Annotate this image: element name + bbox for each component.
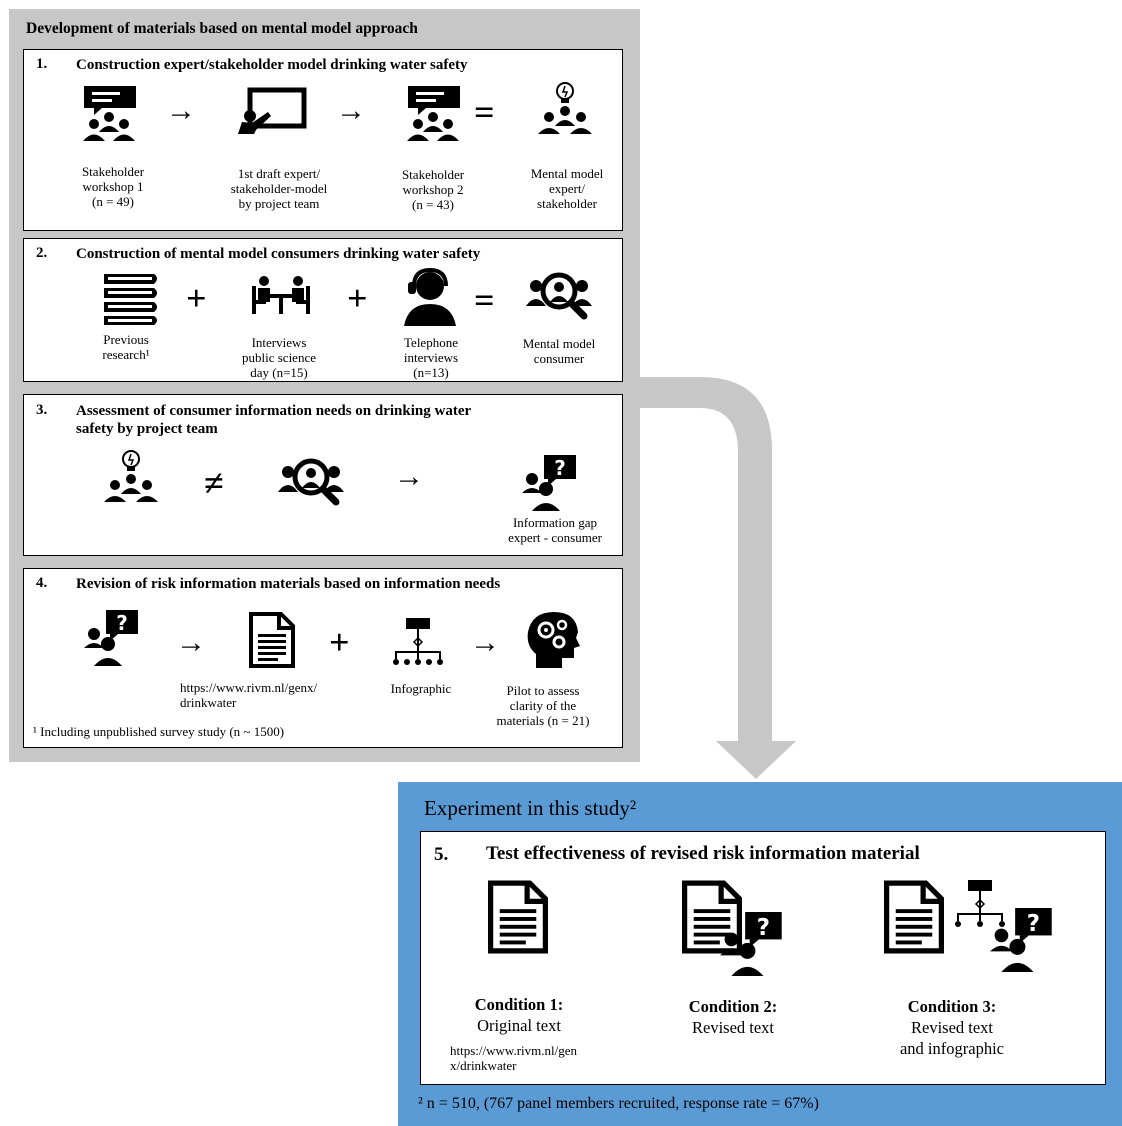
plus-sign-2a: + <box>186 278 207 318</box>
headset-operator-icon <box>404 267 456 326</box>
section-5-number: 5. <box>434 844 449 865</box>
section-3-title-line2: safety by project team <box>76 421 218 437</box>
condition-2-label: Condition 2:Revised text <box>688 997 778 1037</box>
plus-sign-2b: + <box>347 278 368 318</box>
development-title: Development of materials based on mental… <box>26 20 418 37</box>
lightbulb-group-icon <box>538 82 592 134</box>
equals-sign-1: = <box>474 92 495 132</box>
interview-icon <box>252 276 310 314</box>
document-icon <box>682 880 742 954</box>
presentation-board-icon <box>238 87 307 134</box>
section-1-number: 1. <box>36 56 48 72</box>
arrow-1b: → <box>336 94 366 127</box>
condition-1-label: Condition 1:Original text <box>474 995 564 1035</box>
arrow-1a: → <box>166 94 196 127</box>
consumer-group-search-icon <box>526 272 592 320</box>
section-3-title-line1: Assessment of consumer information needs… <box>76 403 472 419</box>
question-people-icon: ? <box>522 455 576 511</box>
svg-text:?: ? <box>1027 911 1040 937</box>
section-4-number: 4. <box>36 575 48 591</box>
section-3-number: 3. <box>36 402 48 418</box>
experiment-title: Experiment in this study² <box>424 796 637 820</box>
infographic-hierarchy-icon <box>393 618 443 665</box>
arrow-4b: → <box>470 626 500 659</box>
section-1-title: Construction expert/stakeholder model dr… <box>76 57 468 73</box>
section-2-number: 2. <box>36 245 48 261</box>
question-people-icon: ? <box>990 908 1052 972</box>
section-4-box <box>23 568 623 748</box>
books-icon <box>104 274 157 325</box>
svg-text:?: ? <box>554 456 566 480</box>
footnote-2: ² n = 510, (767 panel members recruited,… <box>418 1095 819 1112</box>
arrow-3: → <box>394 460 424 493</box>
plus-sign-4: + <box>329 622 350 662</box>
question-people-icon: ? <box>720 912 782 976</box>
footnote-1: ¹ Including unpublished survey study (n … <box>33 724 285 739</box>
arrow-4a: → <box>176 626 206 659</box>
section-2-title: Construction of mental model consumers d… <box>76 246 481 262</box>
caption-infographic: Infographic <box>390 681 452 696</box>
section-5-title: Test effectiveness of revised risk infor… <box>486 843 920 864</box>
head-gears-icon <box>527 612 580 668</box>
svg-text:?: ? <box>116 611 128 635</box>
document-icon <box>249 612 295 668</box>
infographic-hierarchy-icon <box>955 880 1005 927</box>
section-4-title: Revision of risk information materials b… <box>76 576 501 592</box>
svg-text:?: ? <box>757 915 770 941</box>
document-icon <box>884 880 944 954</box>
consumer-group-search-icon <box>278 458 344 506</box>
question-people-icon: ? <box>84 610 138 666</box>
lightbulb-group-icon <box>104 450 158 502</box>
workshop-icon <box>407 86 460 141</box>
document-icon <box>488 880 548 954</box>
caption-rivm-url: https://www.rivm.nl/genx/drinkwater <box>180 680 318 710</box>
workshop-icon <box>83 86 136 141</box>
not-equal-sign: ≠ <box>204 463 224 503</box>
equals-sign-2: = <box>474 280 495 320</box>
experiment-box <box>420 831 1106 1085</box>
